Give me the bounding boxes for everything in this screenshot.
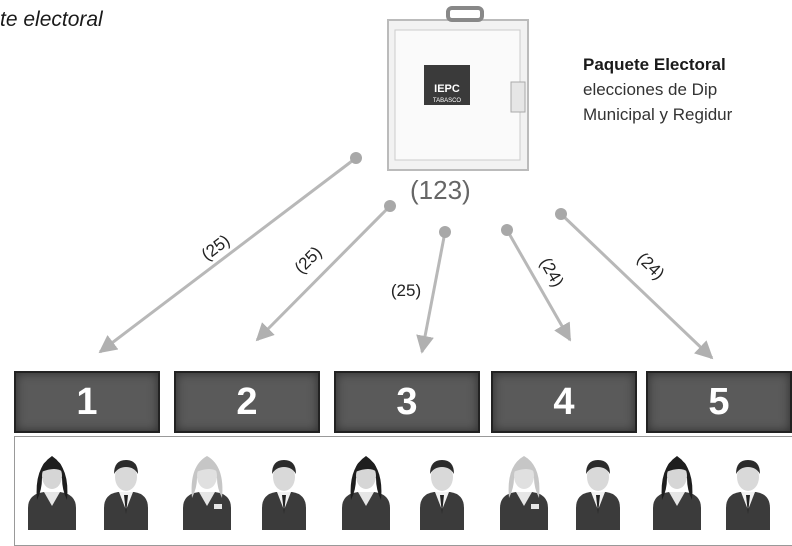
package-badge-text: IEPC (434, 83, 460, 95)
total-count-label: (123) (410, 175, 471, 205)
distribution-arrows (98, 152, 714, 360)
ballot-box-number: 4 (553, 380, 575, 423)
ballot-box-tile-4: 4 (491, 371, 637, 433)
arrow-3 (416, 231, 447, 354)
arrow-origin-dot (350, 152, 362, 164)
arrow-1 (98, 156, 357, 354)
arrow-origin-dot (439, 226, 451, 238)
ballot-box-number: 5 (708, 380, 730, 423)
package-description-line: Municipal y Regidur (583, 105, 733, 124)
ballot-box-number: 3 (396, 380, 418, 423)
arrow-label-3: (25) (391, 281, 421, 300)
package-badge-subtext: TABASCO (433, 98, 462, 104)
arrow-label-4: (24) (536, 254, 568, 290)
ballot-box-number: 1 (76, 380, 98, 423)
package-description: Paquete Electoral elecciones de Dip Muni… (583, 52, 732, 127)
arrow-origin-dot (555, 208, 567, 220)
ballot-box-number: 2 (236, 380, 258, 423)
package-description-title: Paquete Electoral (583, 55, 726, 74)
ballot-box-tile-5: 5 (646, 371, 792, 433)
ballot-box-tile-1: 1 (14, 371, 160, 433)
package-description-line: elecciones de Dip (583, 80, 718, 99)
arrow-origin-dot (384, 200, 396, 212)
diagram-title: te electoral (0, 8, 103, 31)
officials-frame (14, 436, 792, 546)
arrow-label-1: (25) (198, 231, 234, 264)
arrow-label-5: (24) (633, 249, 668, 284)
arrow-2 (255, 204, 392, 342)
arrow-label-2: (25) (291, 243, 326, 278)
ballot-box-tile-2: 2 (174, 371, 320, 433)
arrow-origin-dot (501, 224, 513, 236)
arrow-5 (559, 212, 714, 360)
arrow-4 (505, 229, 572, 342)
electoral-package-icon: IEPC TABASCO (387, 6, 529, 171)
ballot-box-tile-3: 3 (334, 371, 480, 433)
